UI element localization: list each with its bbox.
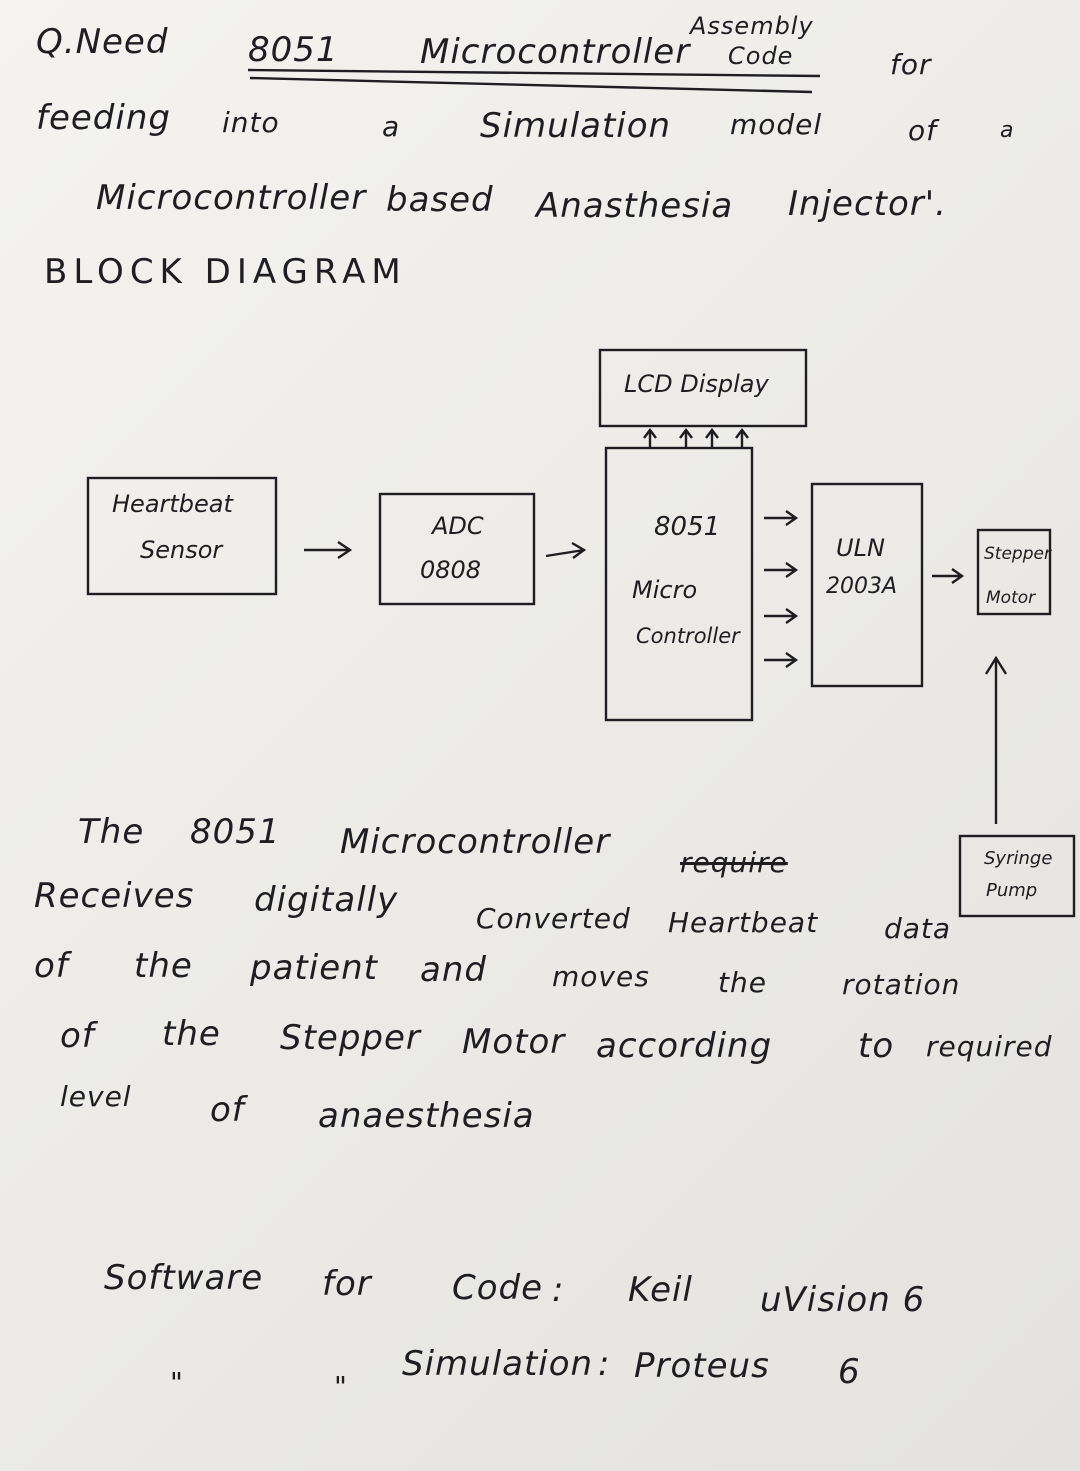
software-word-keil: Keil (628, 1270, 693, 1310)
mcu-label-2: Micro (632, 576, 698, 604)
desc-word-microcontroller: Microcontroller (340, 822, 611, 862)
desc-word-of-2: of (60, 1016, 95, 1056)
software-ditto-2: " (334, 1370, 348, 1403)
desc-word-rotation: rotation (842, 968, 961, 1001)
software-colon-1: : (552, 1270, 565, 1310)
desc-word-of-1: of (34, 946, 69, 986)
desc-word-required: required (926, 1030, 1053, 1063)
software-word-for: for (322, 1264, 372, 1304)
question-word-model: model (730, 108, 823, 141)
desc-word-anaesthesia: anaesthesia (318, 1096, 535, 1136)
desc-word-stepper: Stepper (280, 1018, 421, 1058)
software-word-proteus-version: 6 (838, 1352, 861, 1392)
desc-word-patient: patient (250, 948, 378, 988)
question-word-based: based (386, 180, 494, 220)
desc-word-according: according (596, 1026, 773, 1066)
desc-word-the: The (78, 812, 145, 852)
adc-label-2: 0808 (420, 556, 482, 584)
question-word-assembly: Assembly (690, 12, 814, 40)
desc-word-and: and (420, 950, 487, 990)
desc-word-data: data (884, 912, 952, 945)
stepper-label-1: Stepper (984, 544, 1051, 564)
desc-word-moves: moves (552, 960, 650, 993)
question-word-into: into (222, 106, 280, 139)
software-colon-2: : (598, 1344, 611, 1384)
question-word-q: Q.Need (36, 22, 169, 62)
adc-label-1: ADC (432, 512, 484, 540)
stepper-label-2: Motor (986, 588, 1036, 608)
question-word-anasthesia: Anasthesia (536, 186, 734, 226)
lcd-label: LCD Display (624, 370, 769, 398)
software-word-uvision: uVision 6 (760, 1280, 926, 1320)
desc-word-heartbeat: Heartbeat (668, 906, 819, 939)
desc-word-8051: 8051 (190, 812, 281, 852)
software-word-simulation: Simulation (402, 1344, 594, 1384)
desc-word-the-2: the (718, 966, 767, 999)
desc-word-the-1: the (134, 946, 193, 986)
question-word-8051: 8051 (248, 30, 339, 70)
software-word-software: Software (104, 1258, 264, 1298)
desc-word-digitally: digitally (254, 880, 399, 920)
question-word-injector: Injector'. (788, 184, 947, 224)
uln-label-1: ULN (836, 534, 885, 562)
software-ditto-1: " (170, 1366, 184, 1399)
heartbeat-label-2: Sensor (140, 536, 223, 564)
software-word-proteus: Proteus (634, 1346, 770, 1386)
question-word-feeding: feeding (36, 98, 171, 138)
question-word-a1: a (382, 110, 401, 143)
question-word-a2: a (1000, 118, 1015, 143)
question-word-microcontroller-2: Microcontroller (96, 178, 367, 218)
desc-word-to: to (858, 1026, 895, 1066)
uln-label-2: 2003A (826, 574, 898, 599)
question-word-simulation: Simulation (480, 106, 672, 146)
software-word-code: Code (452, 1268, 544, 1308)
question-word-code: Code (728, 42, 794, 70)
block-diagram-heading: BLOCK DIAGRAM (44, 252, 407, 292)
desc-word-of-3: of (210, 1090, 245, 1130)
mcu-label-3: Controller (636, 624, 740, 648)
heartbeat-label-1: Heartbeat (112, 490, 233, 518)
syringe-label-1: Syringe (984, 848, 1053, 869)
desc-word-level: level (60, 1080, 132, 1113)
desc-word-receives: Receives (34, 876, 195, 916)
desc-word-motor: Motor (462, 1022, 566, 1062)
mcu-label-1: 8051 (654, 512, 721, 542)
question-word-of: of (908, 114, 937, 147)
question-word-microcontroller: Microcontroller (420, 32, 691, 72)
desc-struck-word: require (680, 846, 788, 879)
question-word-for: for (890, 48, 932, 81)
syringe-label-2: Pump (986, 880, 1038, 901)
desc-word-converted: Converted (476, 902, 631, 935)
desc-word-the-3: the (162, 1014, 221, 1054)
